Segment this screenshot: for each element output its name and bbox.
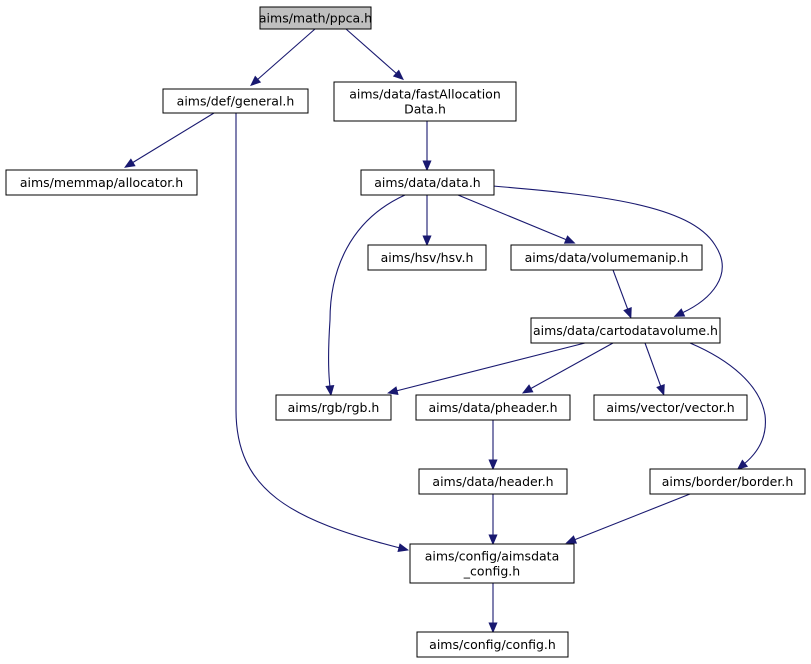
arrowhead-icon: [488, 534, 498, 546]
edge-general-to-allocator: [124, 112, 215, 168]
edge-line: [457, 194, 568, 241]
arrowhead-icon: [623, 306, 632, 319]
node-data[interactable]: aims/data/data.h: [360, 169, 495, 196]
edge-data-to-volumemanip: [457, 194, 576, 244]
arrowhead-icon: [656, 384, 665, 396]
edge-line: [345, 28, 398, 75]
node-volumemanip[interactable]: aims/data/volumemanip.h: [510, 244, 703, 271]
arrowhead-icon: [422, 160, 432, 172]
edge-cartodatavolume-to-rgb: [387, 342, 586, 396]
node-aimsdata_config[interactable]: aims/config/aimsdata_config.h: [409, 543, 575, 584]
edge-ppca-to-general: [250, 28, 316, 87]
node-label: aims/data/data.h: [374, 175, 480, 190]
node-label: aims/data/header.h: [432, 474, 553, 489]
edge-line: [689, 342, 766, 465]
edge-line: [327, 194, 406, 388]
edge-line: [131, 112, 215, 164]
node-label: aims/data/volumemanip.h: [525, 250, 689, 265]
edge-line: [395, 342, 586, 392]
edge-data-to-cartodatavolume: [492, 185, 723, 317]
node-label: aims/config/aimsdata: [425, 549, 559, 564]
node-label: aims/vector/vector.h: [606, 400, 734, 415]
node-box[interactable]: [530, 317, 721, 344]
arrowhead-icon: [422, 235, 432, 247]
edge-data-to-hsv: [422, 195, 432, 247]
arrowhead-icon: [736, 459, 749, 470]
node-pheader[interactable]: aims/data/pheader.h: [415, 394, 571, 421]
arrowhead-icon: [563, 235, 576, 244]
node-box[interactable]: [259, 6, 372, 30]
arrowhead-icon: [565, 535, 578, 544]
edge-cartodatavolume-to-vector: [644, 342, 665, 396]
node-rgb[interactable]: aims/rgb/rgb.h: [275, 394, 392, 421]
edge-line: [644, 342, 662, 388]
arrowhead-icon: [325, 384, 335, 397]
edge-volumemanip-to-cartodatavolume: [612, 269, 632, 319]
node-box[interactable]: [510, 244, 703, 271]
arrowhead-icon: [488, 459, 498, 471]
arrowhead-icon: [521, 384, 534, 394]
node-box[interactable]: [5, 169, 198, 196]
edge-ppca-to-fastalloc: [345, 28, 404, 81]
edge-data-to-rgb: [325, 194, 406, 397]
edge-aimsdata_config-to-config: [488, 583, 498, 634]
arrowhead-icon: [488, 622, 498, 634]
edge-general-to-aimsdata_config: [235, 113, 409, 553]
node-vector[interactable]: aims/vector/vector.h: [593, 394, 748, 421]
node-box[interactable]: [649, 468, 806, 495]
node-box[interactable]: [360, 169, 495, 196]
node-header[interactable]: aims/data/header.h: [418, 468, 568, 495]
edge-header-to-aimsdata_config: [488, 494, 498, 546]
node-border[interactable]: aims/border/border.h: [649, 468, 806, 495]
node-label: aims/def/general.h: [177, 94, 295, 109]
edge-pheader-to-header: [488, 420, 498, 471]
node-cartodatavolume[interactable]: aims/data/cartodatavolume.h: [530, 317, 721, 344]
edge-border-to-aimsdata_config: [565, 493, 691, 544]
arrowhead-icon: [124, 158, 136, 168]
node-ppca[interactable]: aims/math/ppca.h: [259, 6, 372, 30]
node-label: Data.h: [404, 102, 446, 117]
node-box[interactable]: [593, 394, 748, 421]
edge-fastalloc-to-data: [422, 121, 432, 172]
node-box[interactable]: [367, 244, 487, 271]
node-label: aims/data/fastAllocation: [349, 87, 501, 102]
arrowhead-icon: [392, 69, 404, 81]
edges-layer: [124, 28, 766, 634]
node-label: aims/rgb/rgb.h: [288, 400, 380, 415]
node-label: aims/hsv/hsv.h: [381, 250, 474, 265]
node-label: aims/data/pheader.h: [428, 400, 557, 415]
node-label: _config.h: [463, 564, 520, 579]
arrowhead-icon: [250, 75, 262, 87]
node-label: aims/config/config.h: [429, 637, 556, 652]
edge-line: [235, 113, 401, 549]
edge-line: [256, 28, 316, 81]
node-general[interactable]: aims/def/general.h: [162, 88, 309, 114]
edge-cartodatavolume-to-border: [689, 342, 766, 470]
node-config[interactable]: aims/config/config.h: [416, 631, 569, 658]
node-box[interactable]: [415, 394, 571, 421]
edge-line: [529, 342, 614, 390]
arrowhead-icon: [397, 543, 409, 553]
node-label: aims/data/cartodatavolume.h: [533, 323, 718, 338]
edge-cartodatavolume-to-pheader: [521, 342, 614, 394]
edge-line: [612, 269, 629, 311]
node-box[interactable]: [418, 468, 568, 495]
arrowhead-icon: [673, 308, 686, 317]
node-label: aims/border/border.h: [662, 474, 794, 489]
edge-line: [492, 185, 723, 314]
edge-line: [573, 493, 691, 541]
node-box[interactable]: [409, 543, 575, 584]
node-label: aims/memmap/allocator.h: [20, 175, 183, 190]
node-allocator[interactable]: aims/memmap/allocator.h: [5, 169, 198, 196]
nodes-layer: aims/math/ppca.h aims/def/general.h aims/d…: [5, 6, 806, 658]
node-label: aims/math/ppca.h: [259, 11, 372, 26]
node-box[interactable]: [162, 88, 309, 114]
node-box[interactable]: [416, 631, 569, 658]
node-box[interactable]: [333, 81, 517, 122]
arrowhead-icon: [387, 386, 399, 396]
node-box[interactable]: [275, 394, 392, 421]
node-hsv[interactable]: aims/hsv/hsv.h: [367, 244, 487, 271]
